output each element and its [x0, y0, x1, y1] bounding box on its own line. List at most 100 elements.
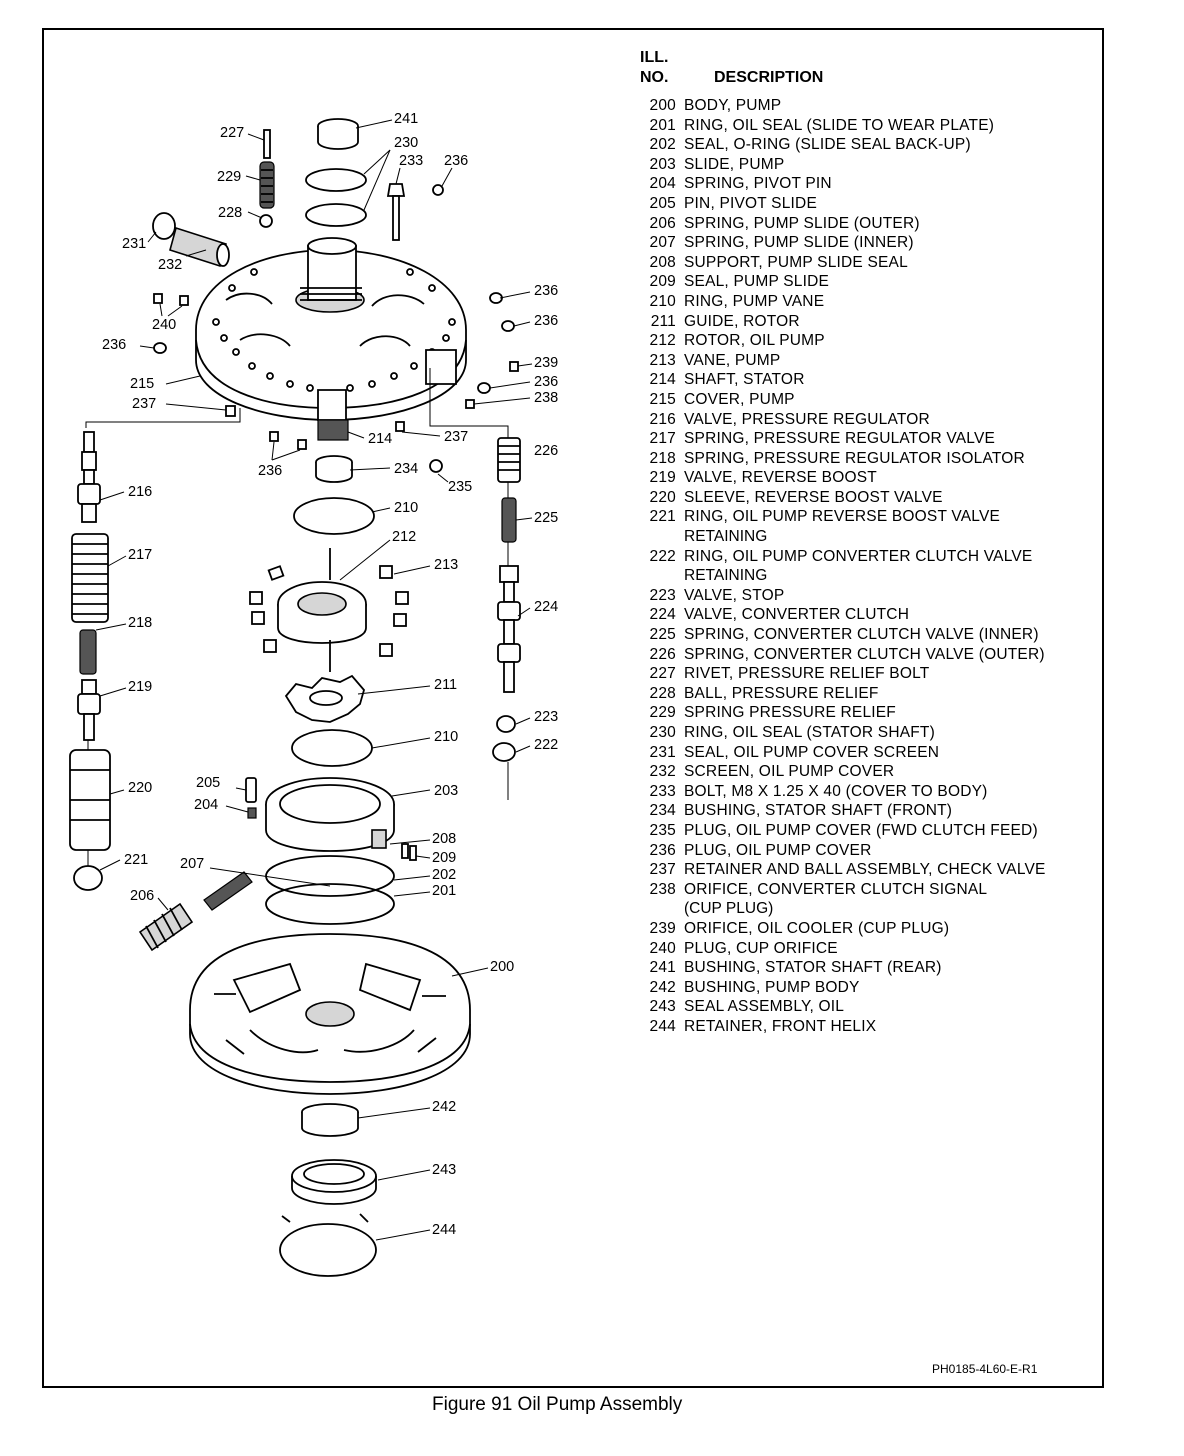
- callout-236: 236: [258, 463, 282, 479]
- callout-238: 238: [534, 390, 558, 406]
- legend-item-number: 242: [649, 978, 676, 996]
- leader-lines: [95, 119, 533, 1241]
- legend-header-row: NO. DESCRIPTION: [636, 68, 1076, 88]
- legend-item-number: 213: [649, 351, 676, 369]
- legend-item-description: SEAL, PUMP SLIDE: [684, 273, 830, 291]
- legend-item-description: VALVE, CONVERTER CLUTCH: [684, 606, 910, 624]
- seal-231: [152, 212, 176, 240]
- legend-item-description: SPRING, PUMP SLIDE (OUTER): [684, 214, 920, 232]
- legend-header-description: DESCRIPTION: [714, 69, 824, 86]
- legend-item-number: 215: [649, 390, 676, 408]
- legend-item-number: 210: [649, 292, 676, 310]
- legend-item-number: 230: [649, 724, 676, 741]
- legend-row: 200 BODY, PUMP: [636, 96, 1076, 116]
- legend-item-number: 207: [649, 234, 676, 252]
- callout-217: 217: [128, 547, 152, 563]
- callout-202: 202: [432, 867, 456, 883]
- callout-236: 236: [534, 283, 558, 299]
- converter-clutch-spring-226: [497, 437, 521, 483]
- plug-236-top: [432, 184, 444, 196]
- legend-item-number: 204: [649, 175, 676, 193]
- callout-236: 236: [444, 153, 468, 169]
- legend-item-description: PLUG, OIL PUMP COVER (FWD CLUTCH FEED): [684, 821, 1038, 839]
- callout-220: 220: [128, 780, 152, 796]
- callout-223: 223: [534, 709, 558, 725]
- callout-212: 212: [392, 529, 416, 545]
- seal-assembly-243: [291, 1159, 377, 1205]
- legend-row: 213 VANE, PUMP: [636, 351, 1076, 371]
- callout-237: 237: [444, 429, 468, 445]
- pump-body-200: [189, 933, 471, 1095]
- callout-244: 244: [432, 1222, 456, 1238]
- legend-item-description: BODY, PUMP: [684, 97, 782, 114]
- isolator-spring-218: [79, 629, 97, 675]
- legend-item-description: BUSHING, PUMP BODY: [684, 978, 860, 996]
- oil-seal-ring-201: [265, 883, 395, 925]
- exploded-view-diagram: 241 227 230 233 236 229 228 231 232 240 …: [69, 111, 558, 1277]
- ball-228: [259, 214, 273, 228]
- legend-item-description: SPRING, CONVERTER CLUTCH VALVE (INNER): [684, 626, 1039, 644]
- callout-200: 200: [490, 959, 514, 975]
- legend-item-description: RING, OIL PUMP REVERSE BOOST VALVE: [684, 508, 1001, 526]
- legend-item-number: 237: [649, 861, 676, 879]
- callout-237: 237: [132, 396, 156, 412]
- retaining-ring-221: [73, 865, 103, 891]
- figure-caption: Figure 91 Oil Pump Assembly: [432, 1394, 683, 1415]
- callout-232: 232: [158, 257, 182, 273]
- vanes-213: [249, 565, 409, 657]
- legend-item-description: SUPPORT, PUMP SLIDE SEAL: [684, 253, 908, 271]
- legend-item-description: RIVET, PRESSURE RELIEF BOLT: [684, 665, 930, 683]
- legend-item-description: VANE, PUMP: [684, 351, 781, 369]
- callout-225: 225: [534, 510, 558, 526]
- legend-item-number: 200: [649, 97, 676, 114]
- legend-item-description: ROTOR, OIL PUMP: [684, 332, 825, 350]
- legend-item-description: VALVE, PRESSURE REGULATOR: [684, 410, 930, 428]
- callout-228: 228: [218, 205, 242, 221]
- slide-spring-207: [203, 871, 253, 911]
- legend-item-number: 214: [649, 371, 676, 389]
- callout-210: 210: [394, 500, 418, 516]
- legend-item-number: 241: [649, 959, 676, 977]
- legend-item-description: SPRING, PRESSURE REGULATOR ISOLATOR: [684, 449, 1025, 467]
- legend-item-number: 225: [649, 626, 676, 644]
- legend-item-number: 232: [649, 763, 676, 781]
- callout-236: 236: [534, 313, 558, 329]
- pressure-regulator-spring-217: [71, 533, 109, 623]
- callout-213: 213: [434, 557, 458, 573]
- legend-item-description: VALVE, STOP: [684, 586, 785, 604]
- callout-215: 215: [130, 376, 154, 392]
- legend-item-number: 206: [649, 214, 676, 232]
- legend-item-number: 231: [649, 743, 676, 761]
- legend-item-description: COVER, PUMP: [684, 390, 795, 408]
- legend-header-no: NO.: [640, 69, 669, 86]
- callout-240: 240: [152, 317, 176, 333]
- legend-item-number: 222: [649, 547, 676, 565]
- callout-209: 209: [432, 850, 456, 866]
- callout-233: 233: [399, 153, 423, 169]
- pivot-pin-205: [245, 777, 257, 803]
- legend-item-description-continued: RETAINING: [684, 567, 768, 585]
- callout-216: 216: [128, 484, 152, 500]
- retainer-244: [279, 1213, 377, 1277]
- callout-208: 208: [432, 831, 456, 847]
